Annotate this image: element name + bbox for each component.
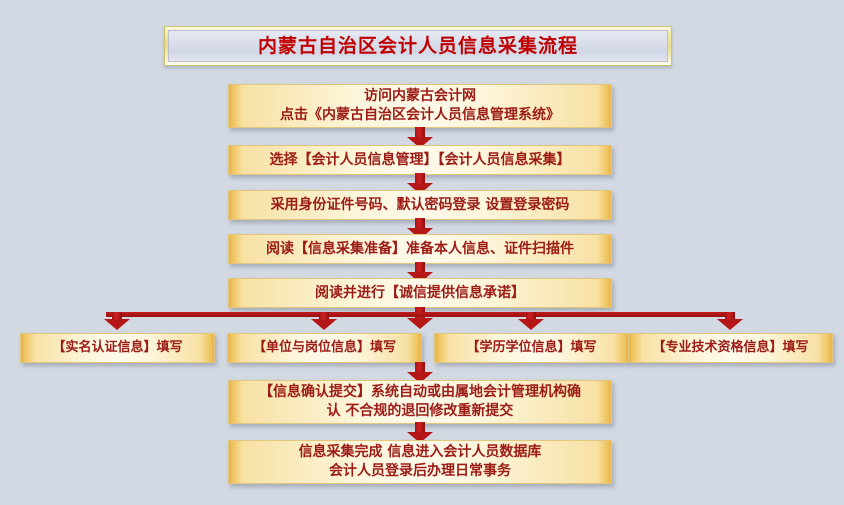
arrow-head	[717, 319, 743, 330]
step-label-promise: 阅读并进行【诚信提供信息承诺】	[315, 284, 525, 301]
step-label-complete: 信息采集完成 信息进入会计人员数据库 会计人员登录后办理日常事务	[298, 444, 542, 479]
flowchart-title-banner: 内蒙古自治区会计人员信息采集流程	[164, 26, 672, 66]
arrow-down-icon	[407, 362, 433, 383]
step-label-title: 【专业技术资格信息】填写	[652, 340, 809, 356]
step-box-promise[interactable]: 阅读并进行【诚信提供信息承诺】	[228, 278, 612, 308]
step-box-confirm[interactable]: 【信息确认提交】系统自动或由属地会计管理机构确 认 不合规的退回修改重新提交	[228, 380, 612, 424]
step-box-login[interactable]: 采用身份证件号码、默认密码登录 设置登录密码	[228, 190, 612, 220]
arrow-stem	[415, 362, 425, 373]
step-label-edu: 【学历学位信息】填写	[466, 340, 597, 356]
step-box-prepare[interactable]: 阅读【信息采集准备】准备本人信息、证件扫描件	[228, 234, 612, 264]
arrow-head	[311, 319, 337, 330]
title-inner-panel: 内蒙古自治区会计人员信息采集流程	[168, 30, 668, 62]
step-label-unit: 【单位与岗位信息】填写	[252, 340, 396, 356]
step-label-realname: 【实名认证信息】填写	[52, 340, 183, 356]
step-box-unit[interactable]: 【单位与岗位信息】填写	[227, 333, 422, 363]
arrow-head	[104, 319, 130, 330]
step-label-select: 选择【会计人员信息管理】【会计人员信息采集】	[269, 151, 571, 168]
arrow-head	[518, 319, 544, 330]
page-title: 内蒙古自治区会计人员信息采集流程	[257, 34, 578, 57]
arrow-stem	[526, 312, 536, 320]
arrow-down-icon	[518, 312, 544, 330]
step-label-visit: 访问内蒙古会计网 点击《内蒙古自治区会计人员信息管理系统》	[280, 88, 560, 123]
arrow-down-icon	[104, 312, 130, 330]
arrow-down-icon	[407, 127, 433, 148]
step-box-complete[interactable]: 信息采集完成 信息进入会计人员数据库 会计人员登录后办理日常事务	[228, 440, 612, 484]
step-box-realname[interactable]: 【实名认证信息】填写	[20, 333, 215, 363]
arrow-stem	[319, 312, 329, 320]
arrow-stem	[415, 127, 425, 138]
arrow-down-icon	[407, 422, 433, 443]
step-label-prepare: 阅读【信息采集准备】准备本人信息、证件扫描件	[266, 240, 574, 257]
arrow-stem	[725, 312, 735, 320]
arrow-down-icon	[311, 312, 337, 330]
step-box-edu[interactable]: 【学历学位信息】填写	[434, 333, 629, 363]
arrow-head	[407, 318, 433, 329]
arrow-stem	[112, 312, 122, 320]
branch-horizontal-bar	[106, 312, 730, 317]
step-box-visit[interactable]: 访问内蒙古会计网 点击《内蒙古自治区会计人员信息管理系统》	[228, 84, 612, 128]
step-box-title[interactable]: 【专业技术资格信息】填写	[628, 333, 833, 363]
step-box-select[interactable]: 选择【会计人员信息管理】【会计人员信息采集】	[228, 145, 612, 175]
step-label-login: 采用身份证件号码、默认密码登录 设置登录密码	[270, 196, 570, 213]
branch-split-icon	[407, 307, 433, 329]
step-label-confirm: 【信息确认提交】系统自动或由属地会计管理机构确 认 不合规的退回修改重新提交	[259, 384, 581, 419]
arrow-down-icon	[717, 312, 743, 330]
